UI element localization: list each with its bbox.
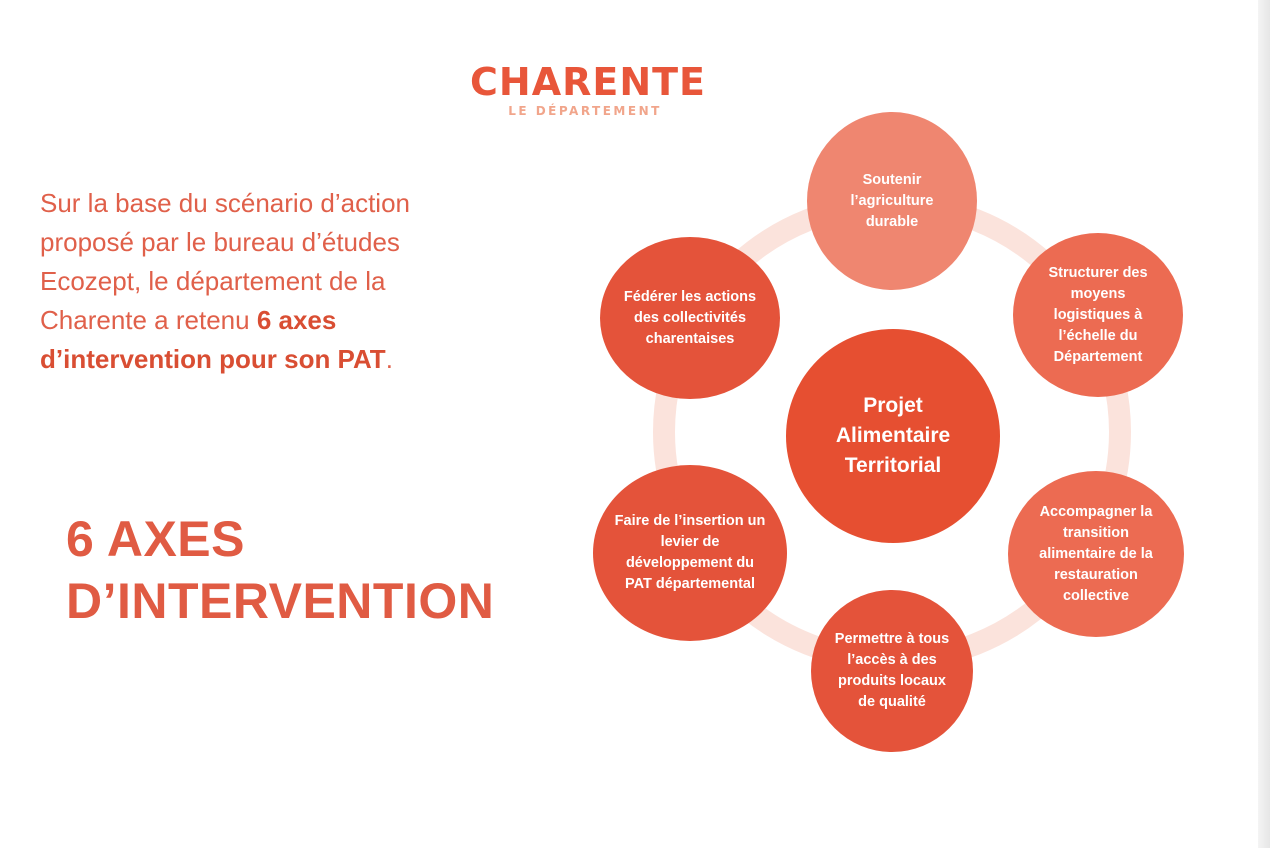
intro-end: . (385, 344, 393, 374)
center-node-label: Projet Alimentaire Territorial (835, 394, 951, 477)
axis-node-4: Permettre à tous l’accès à des produits … (811, 590, 973, 752)
charente-logo: CHARENTE LE DÉPARTEMENT (470, 60, 706, 118)
axis-label-2: Structurer des moyens logistiques à l’éc… (1048, 264, 1148, 365)
intro-emphasis: 6 axes d’intervention pour son PAT (40, 305, 386, 374)
logo-subtitle: LE DÉPARTEMENT (508, 104, 662, 118)
axis-label-1: Soutenir l’agriculture durable (850, 171, 934, 230)
axis-node-5: Faire de l’insertion un levier de dévelo… (593, 465, 787, 641)
axis-label-3: Accompagner la transition alimentaire de… (1039, 503, 1153, 604)
axis-label-5: Faire de l’insertion un levier de dévelo… (614, 513, 766, 592)
intro-paragraph: Sur la base du scénario d’action proposé… (40, 184, 480, 379)
headline-line-2: D’INTERVENTION (66, 573, 495, 629)
axis-label-6: Fédérer les actions des collectivités ch… (623, 288, 757, 347)
axis-node-1: Soutenir l’agriculture durable (807, 112, 977, 290)
logo-title: CHARENTE (470, 60, 706, 104)
center-node: Projet Alimentaire Territorial (786, 329, 1000, 543)
axis-label-4: Permettre à tous l’accès à des produits … (834, 631, 950, 710)
page-edge (1258, 0, 1270, 848)
axis-node-6: Fédérer les actions des collectivités ch… (600, 237, 780, 399)
headline: 6 AXES D’INTERVENTION (66, 508, 546, 632)
intro-text: Sur la base du scénario d’action proposé… (40, 188, 411, 335)
axis-node-3: Accompagner la transition alimentaire de… (1008, 471, 1184, 637)
headline-line-1: 6 AXES (66, 511, 246, 567)
axis-node-2: Structurer des moyens logistiques à l’éc… (1013, 233, 1183, 397)
